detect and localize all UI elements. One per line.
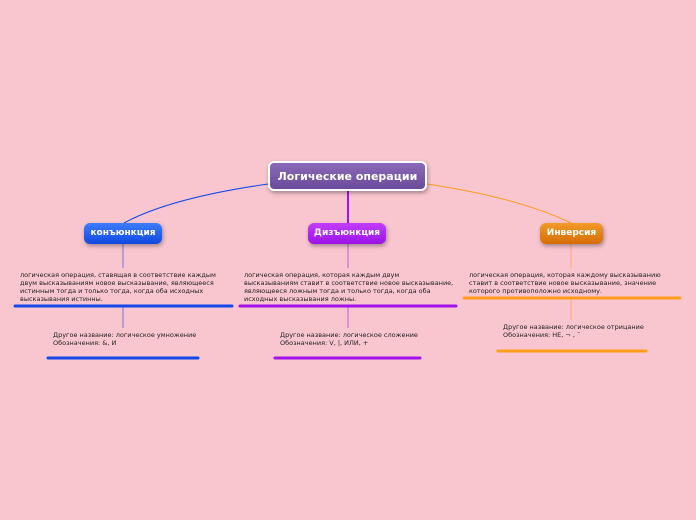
text-line: двум высказываниям новое высказывание, я… [20,279,214,288]
text-line: которого противоположно исходному. [469,287,603,296]
disjunction-other-names[interactable]: Другое название: логическое сложение Обо… [280,331,418,347]
text-line: исходных высказывания ложны. [244,295,357,304]
text-line: логическая операция, которая каждым двум [244,271,400,279]
text-line: высказываниям ставит в соответствие ново… [244,279,454,288]
root-topic[interactable]: Логические операции [268,161,427,191]
conjunction-other-names[interactable]: Другое название: логическое умножение Об… [53,331,196,347]
topic-inversion[interactable]: Инверсия [540,223,603,244]
text-line: Обозначения: &, И [53,339,117,348]
connector-root-conj [123,183,269,224]
text-line: ставит в соответствие новое высказывание… [469,279,657,288]
text-line: истинным тогда и только тогда, когда оба… [20,287,204,296]
inversion-definition[interactable]: логическая операция, которая каждому выс… [469,271,661,295]
text-line: Обозначения: V, |, ИЛИ, + [280,339,369,348]
text-line: логическая операция, которая каждому выс… [469,271,661,279]
topic-disjunction[interactable]: Дизъюнкция [308,223,386,244]
topic-conjunction[interactable]: конъюнкция [84,223,162,244]
connector-root-inv [426,183,572,224]
inversion-other-names[interactable]: Другое название: логическое отрицание Об… [503,323,644,339]
disjunction-definition[interactable]: логическая операция, которая каждым двум… [244,271,453,303]
conjunction-definition[interactable]: логическая операция, ставящая в соответс… [20,271,216,303]
text-line: Другое название: логическое умножение [53,331,197,339]
text-line: логическая операция, ставящая в соответс… [20,271,216,279]
text-line: Другое название: логическое отрицание [503,323,644,331]
text-line: высказывания истинны. [20,295,103,304]
text-line: Обозначения: НЕ, ¬ , ¯ [503,331,581,340]
text-line: являющееся ложным тогда и только тогда, … [244,287,431,296]
text-line: Другое название: логическое сложение [280,331,418,339]
